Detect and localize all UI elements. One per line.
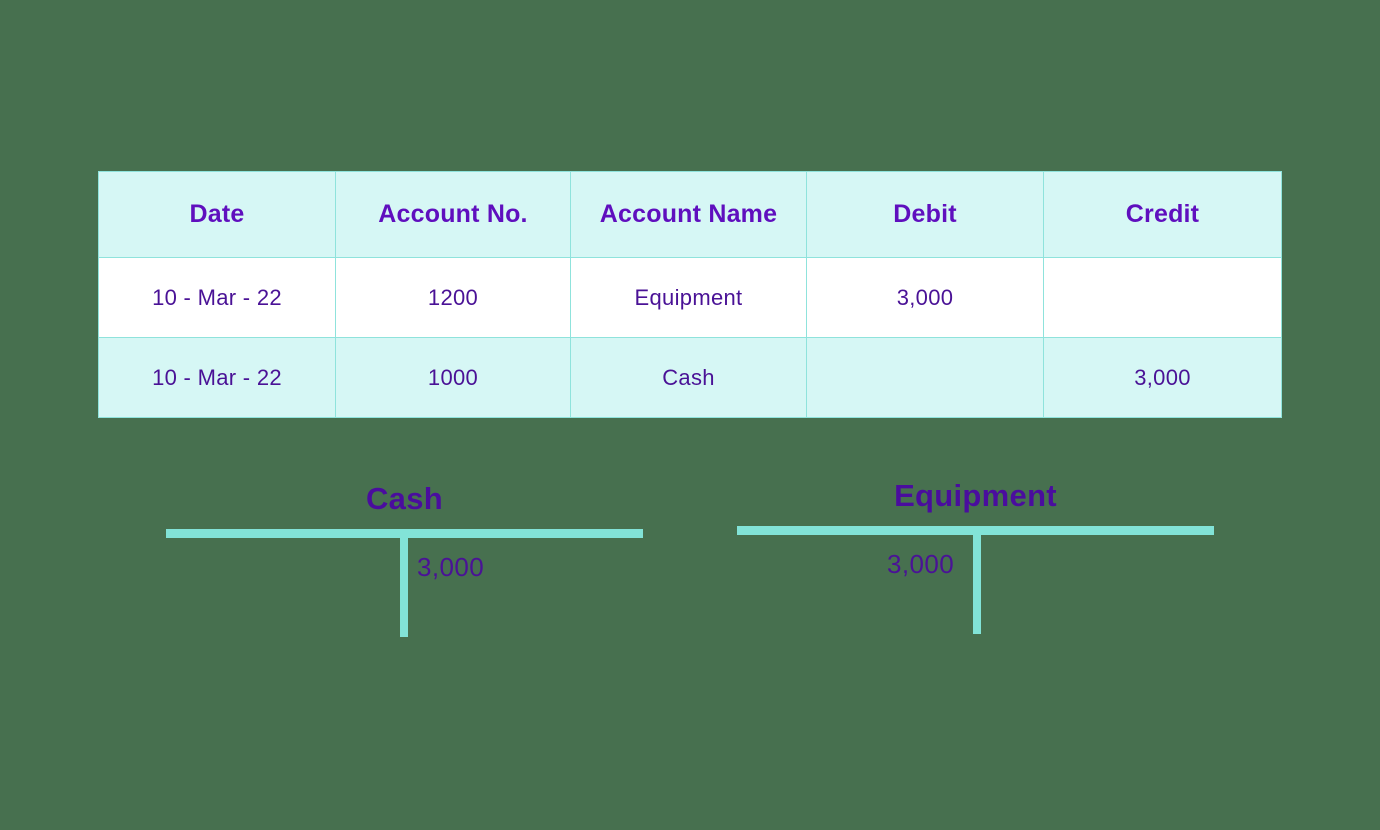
cell-account-no: 1000: [335, 337, 571, 418]
cell-account-no: 1200: [335, 257, 571, 338]
table-header: Date Account No. Account Name Debit Cred…: [98, 171, 1282, 258]
cell-credit: [1043, 257, 1282, 338]
table-header-row: Date Account No. Account Name Debit Cred…: [98, 171, 1282, 258]
cell-account-name: Equipment: [570, 257, 807, 338]
cell-date: 10 - Mar - 22: [98, 257, 336, 338]
column-header-date: Date: [98, 171, 336, 258]
cell-debit: 3,000: [806, 257, 1044, 338]
t-account-title: Equipment: [894, 478, 1057, 513]
cell-credit: 3,000: [1043, 337, 1282, 418]
table-body: 10 - Mar - 22 1200 Equipment 3,000 10 - …: [98, 257, 1282, 418]
t-account-equipment: Equipment 3,000: [737, 477, 1214, 667]
column-header-credit: Credit: [1043, 171, 1282, 258]
t-account-cash: Cash 3,000: [166, 480, 643, 670]
t-account-vertical-rule: [973, 529, 981, 634]
cell-date: 10 - Mar - 22: [98, 337, 336, 418]
t-account-debit-amount: 3,000: [887, 549, 955, 579]
journal-entry-table: Date Account No. Account Name Debit Cred…: [98, 171, 1282, 418]
t-account-vertical-rule: [400, 532, 408, 637]
cell-debit: [806, 337, 1044, 418]
column-header-account-name: Account Name: [570, 171, 807, 258]
table-row: 10 - Mar - 22 1000 Cash 3,000: [98, 337, 1282, 418]
column-header-account-no: Account No.: [335, 171, 571, 258]
column-header-debit: Debit: [806, 171, 1044, 258]
t-account-group: Cash 3,000 Equipment 3,000: [0, 470, 1380, 690]
cell-account-name: Cash: [570, 337, 807, 418]
table-row: 10 - Mar - 22 1200 Equipment 3,000: [98, 257, 1282, 338]
t-account-credit-amount: 3,000: [417, 552, 485, 582]
t-account-title: Cash: [365, 481, 443, 516]
